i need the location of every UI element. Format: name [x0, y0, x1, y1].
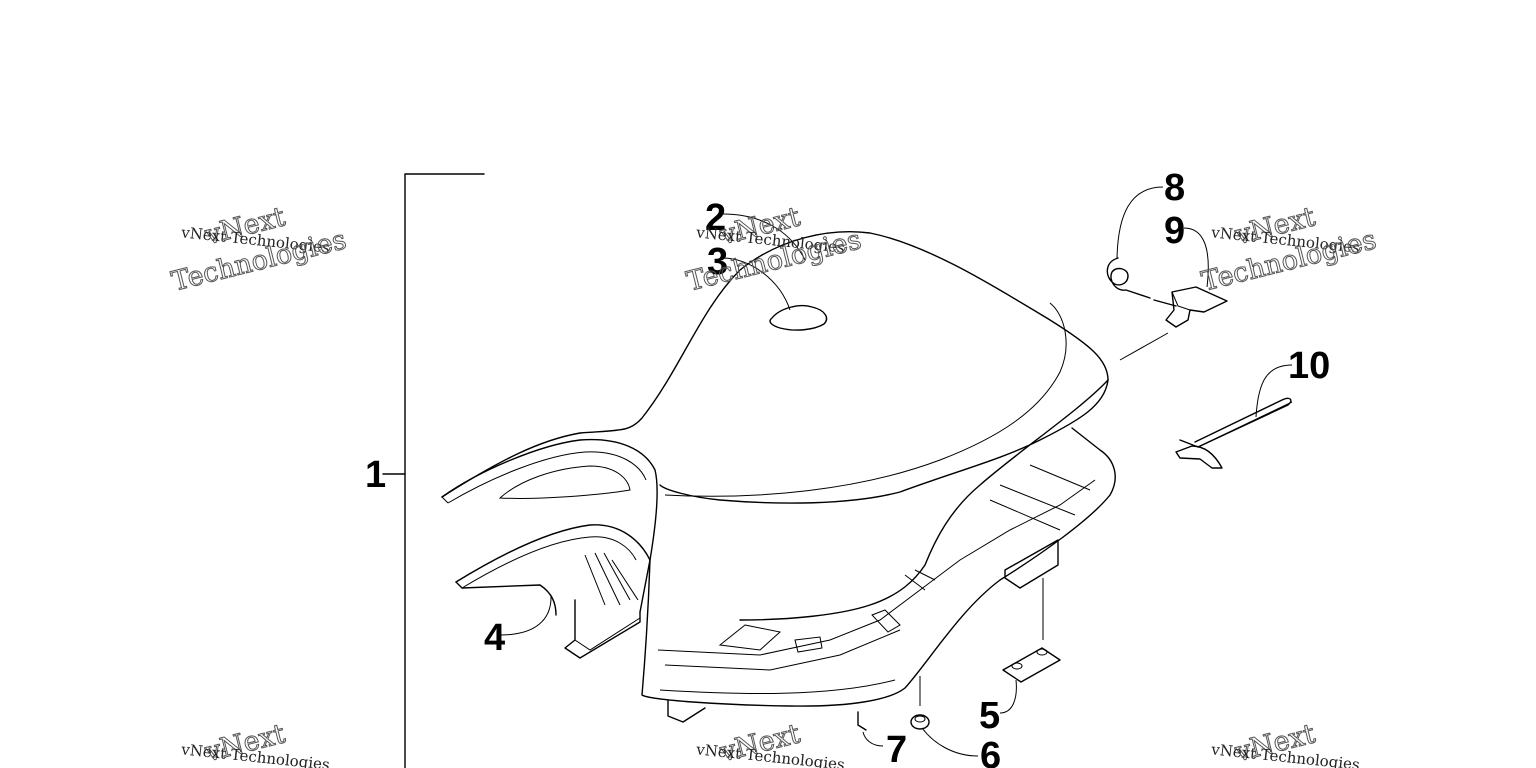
callout-10: 10	[1288, 345, 1330, 387]
callout-9: 9	[1164, 210, 1185, 252]
callout-4: 4	[484, 617, 505, 659]
callout-labels: 1 2 3 4 5 6 7 8 9 10	[365, 167, 1330, 768]
callout-6: 6	[980, 735, 1001, 768]
seat-latch	[1153, 286, 1228, 328]
assembly-bracket	[382, 173, 485, 768]
watermark-6: vNext vNext Technologies	[1209, 718, 1360, 768]
callout-3: 3	[707, 241, 728, 283]
seat-assembly	[441, 231, 1169, 723]
watermark-5: vNext vNext Technologies	[694, 718, 845, 768]
leader-lines	[499, 186, 1293, 757]
clip	[857, 711, 867, 731]
decal-patch	[769, 304, 828, 331]
watermark-3: vNext vNext Technologies Technologies	[1198, 201, 1380, 298]
watermark-2: vNext vNext Technologies Technologies	[683, 201, 865, 298]
callout-7: 7	[886, 729, 907, 768]
callout-8: 8	[1164, 167, 1185, 209]
callout-2: 2	[705, 197, 726, 239]
tool-lever	[1175, 397, 1293, 469]
watermark-1: vNext vNext Technologies Technologies	[168, 201, 350, 298]
spring	[1106, 257, 1151, 299]
watermark-4: vNext vNext Technologies	[179, 718, 330, 768]
grommet	[910, 714, 930, 730]
mounting-plate	[1002, 647, 1061, 683]
callout-1: 1	[365, 454, 386, 496]
callout-5: 5	[979, 695, 1000, 737]
